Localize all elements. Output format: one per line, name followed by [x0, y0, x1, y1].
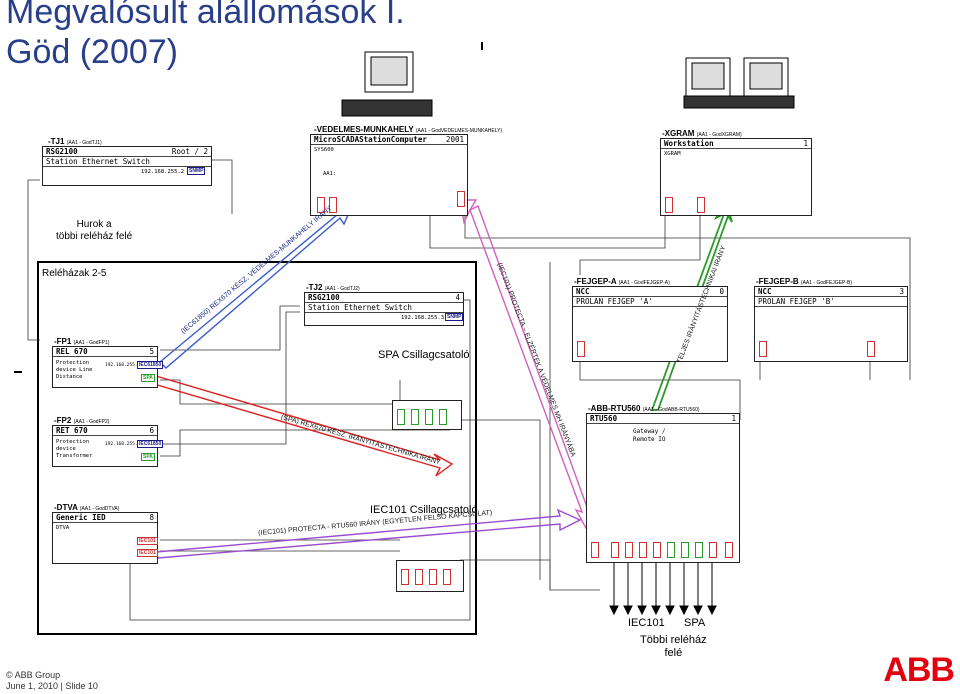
iec101-star-coupler[interactable]	[396, 560, 464, 592]
tj2-header: -TJ2 (AA1 - GodTJ2)	[306, 283, 360, 292]
fejgepb-header: -FEJGEP-B (AA1 - GodFEJGEP-B)	[756, 277, 853, 286]
relehazak-frame	[37, 261, 477, 635]
relehazak-label: Reléházak 2-5	[42, 268, 107, 279]
bottom-spa-label: SPA	[684, 617, 706, 629]
tj1-header: -TJ1 (AA1 - GodTJ1)	[48, 137, 102, 146]
abb-logo: ABB	[883, 651, 955, 689]
footer-date-slide: June 1, 2010 | Slide 10	[6, 681, 98, 691]
tobbi-relehaz-label: Többi reléház felé	[640, 634, 707, 659]
fp1-header: -FP1 (AA1 - GodFP1)	[54, 337, 110, 346]
xgram-header: -XGRAM (AA1 - GodXGRAM)	[662, 129, 742, 138]
hurok-label: Hurok a többi reléház felé	[56, 219, 133, 242]
vedelmes-header: -VEDELMES-MUNKAHELY (AA1 - GodVEDELMES-M…	[314, 125, 503, 134]
rtu-header: -ABB-RTU560 (AA1 - GodABB-RTU560)	[588, 404, 700, 413]
computer-icon	[341, 51, 795, 117]
slide-title-line1: Megvalósult alállomások I.	[6, 0, 405, 31]
bottom-iec101-label: IEC101	[628, 617, 665, 629]
arrow-purple	[155, 508, 582, 559]
arrow-pink	[459, 199, 594, 530]
footer-company: © ABB Group	[6, 670, 61, 680]
dtva-header: -DTVA (AA1 - GodDTVA)	[54, 503, 120, 512]
iec101-star-label: IEC101 Csillagcsatoló	[370, 504, 478, 516]
fp2-header: -FP2 (AA1 - GodFP2)	[54, 416, 110, 425]
spa-star-label: SPA Csillagcsatoló	[378, 349, 470, 361]
arrow-red	[153, 375, 454, 477]
fejgepa-header: -FEJGEP-A (AA1 - GodFEJGEP-A)	[574, 277, 670, 286]
slide-title-line2: Göd (2007)	[6, 33, 178, 71]
spa-star-coupler[interactable]	[392, 400, 462, 430]
